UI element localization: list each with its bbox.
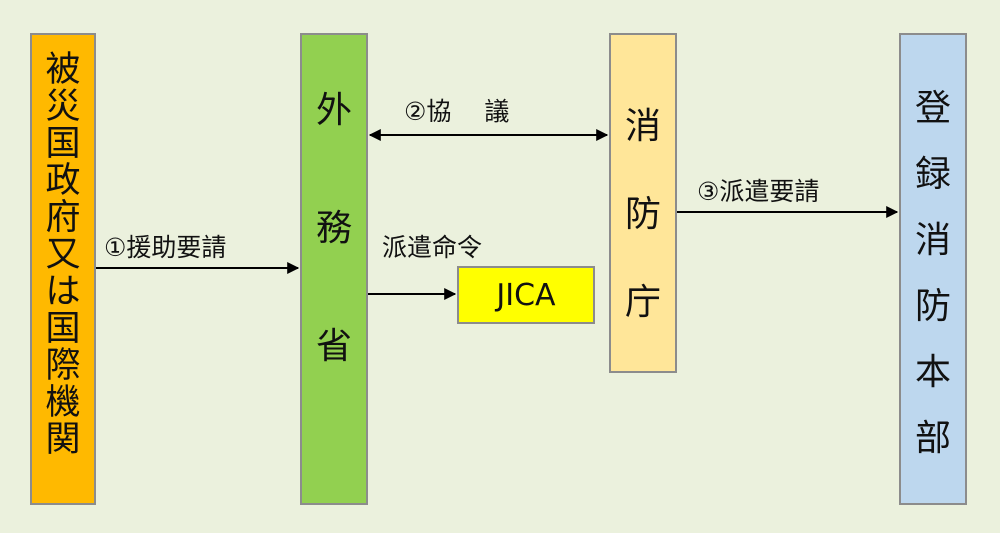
node-fire-hq-label: 登録消防本部 [914,88,951,459]
edge-dispatch-request-label: ③派遣要請 [697,177,820,206]
node-mofa-label: 外務省 [315,90,352,367]
node-fdma: 消防庁 [609,33,677,373]
node-requester-label: 被災国政府又は国際機関 [45,50,81,460]
edge-dispatch-order-label: 派遣命令 [382,233,483,262]
node-requester: 被災国政府又は国際機関 [30,33,96,505]
node-fire-hq: 登録消防本部 [899,33,967,505]
node-fdma-label: 消防庁 [624,106,661,323]
edge-consultation-label: ②協 議 [404,97,510,126]
edge-aid-request-label: ①援助要請 [104,233,227,262]
node-mofa: 外務省 [300,33,368,505]
node-jica: JICA [457,266,595,324]
node-jica-label: JICA [496,277,556,313]
